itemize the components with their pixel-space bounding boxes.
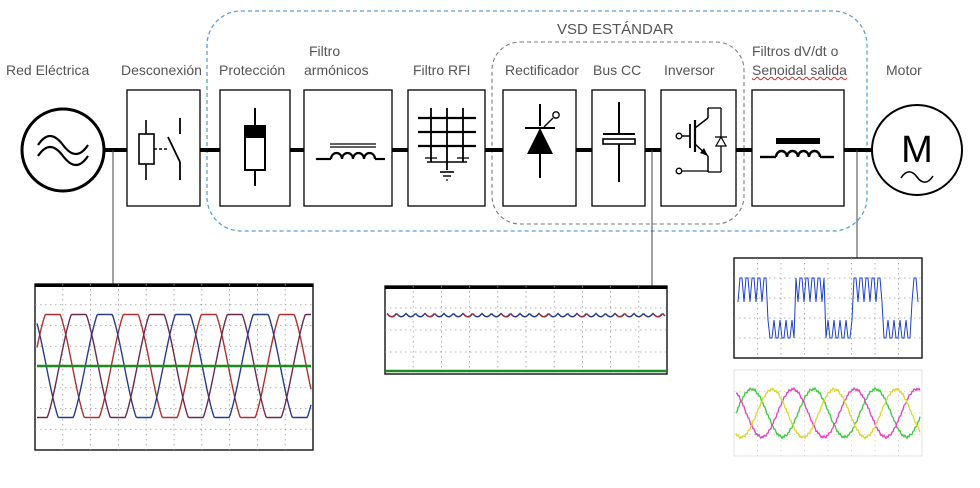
label-dvdt-filter-line1: Filtros dV/dt o bbox=[752, 43, 839, 59]
motor-icon: M bbox=[871, 104, 963, 196]
harmonic-filter-icon bbox=[303, 89, 393, 207]
label-rfi-filter: Filtro RFI bbox=[413, 62, 471, 78]
dvdt-filter-icon bbox=[751, 89, 845, 207]
grid-voltage-scope bbox=[34, 283, 314, 451]
label-standard-vsd: VSD ESTÁNDAR bbox=[557, 21, 674, 38]
label-harmonic-filter-line1: Filtro bbox=[309, 43, 341, 59]
dc-bus-scope bbox=[384, 285, 668, 375]
label-harmonic-filter-line2: armónicos bbox=[304, 62, 369, 78]
trace-phase-a bbox=[36, 313, 312, 419]
label-disconnect: Desconexión bbox=[121, 62, 202, 78]
rfi-filter-icon bbox=[407, 89, 486, 207]
inverter-igbt-icon bbox=[660, 89, 737, 207]
label-inverter: Inversor bbox=[664, 62, 715, 78]
scope-grid bbox=[734, 370, 922, 456]
scope-grid bbox=[385, 286, 667, 374]
converter-group-outline bbox=[491, 41, 745, 225]
grid-source-icon bbox=[20, 107, 106, 193]
dc-bus-capacitor-icon bbox=[591, 89, 646, 207]
sine-output-scope bbox=[733, 369, 923, 457]
label-rectifier: Rectificador bbox=[505, 62, 579, 78]
trace-phase-b bbox=[36, 313, 312, 419]
label-grid: Red Eléctrica bbox=[6, 62, 90, 78]
pwm-output-scope bbox=[733, 257, 923, 359]
trace-phase-c bbox=[37, 313, 311, 419]
label-protection: Protección bbox=[219, 62, 286, 78]
trace-pwm bbox=[737, 277, 919, 339]
protection-fuse-icon bbox=[219, 89, 291, 207]
trace-sine-magenta bbox=[735, 386, 921, 440]
standard-vsd-group-outline bbox=[206, 10, 868, 232]
trace-dc-ripple-red bbox=[386, 312, 666, 318]
motor-symbol: M bbox=[901, 129, 933, 171]
label-motor: Motor bbox=[886, 62, 922, 78]
trace-sine-yellow bbox=[735, 386, 921, 440]
label-dc-bus: Bus CC bbox=[593, 62, 642, 78]
trace-sine-green bbox=[735, 386, 921, 440]
disconnect-switch-icon bbox=[126, 89, 201, 207]
label-dvdt-filter-line2: Senoidal salida bbox=[752, 62, 847, 78]
rectifier-thyristor-icon bbox=[502, 89, 577, 207]
